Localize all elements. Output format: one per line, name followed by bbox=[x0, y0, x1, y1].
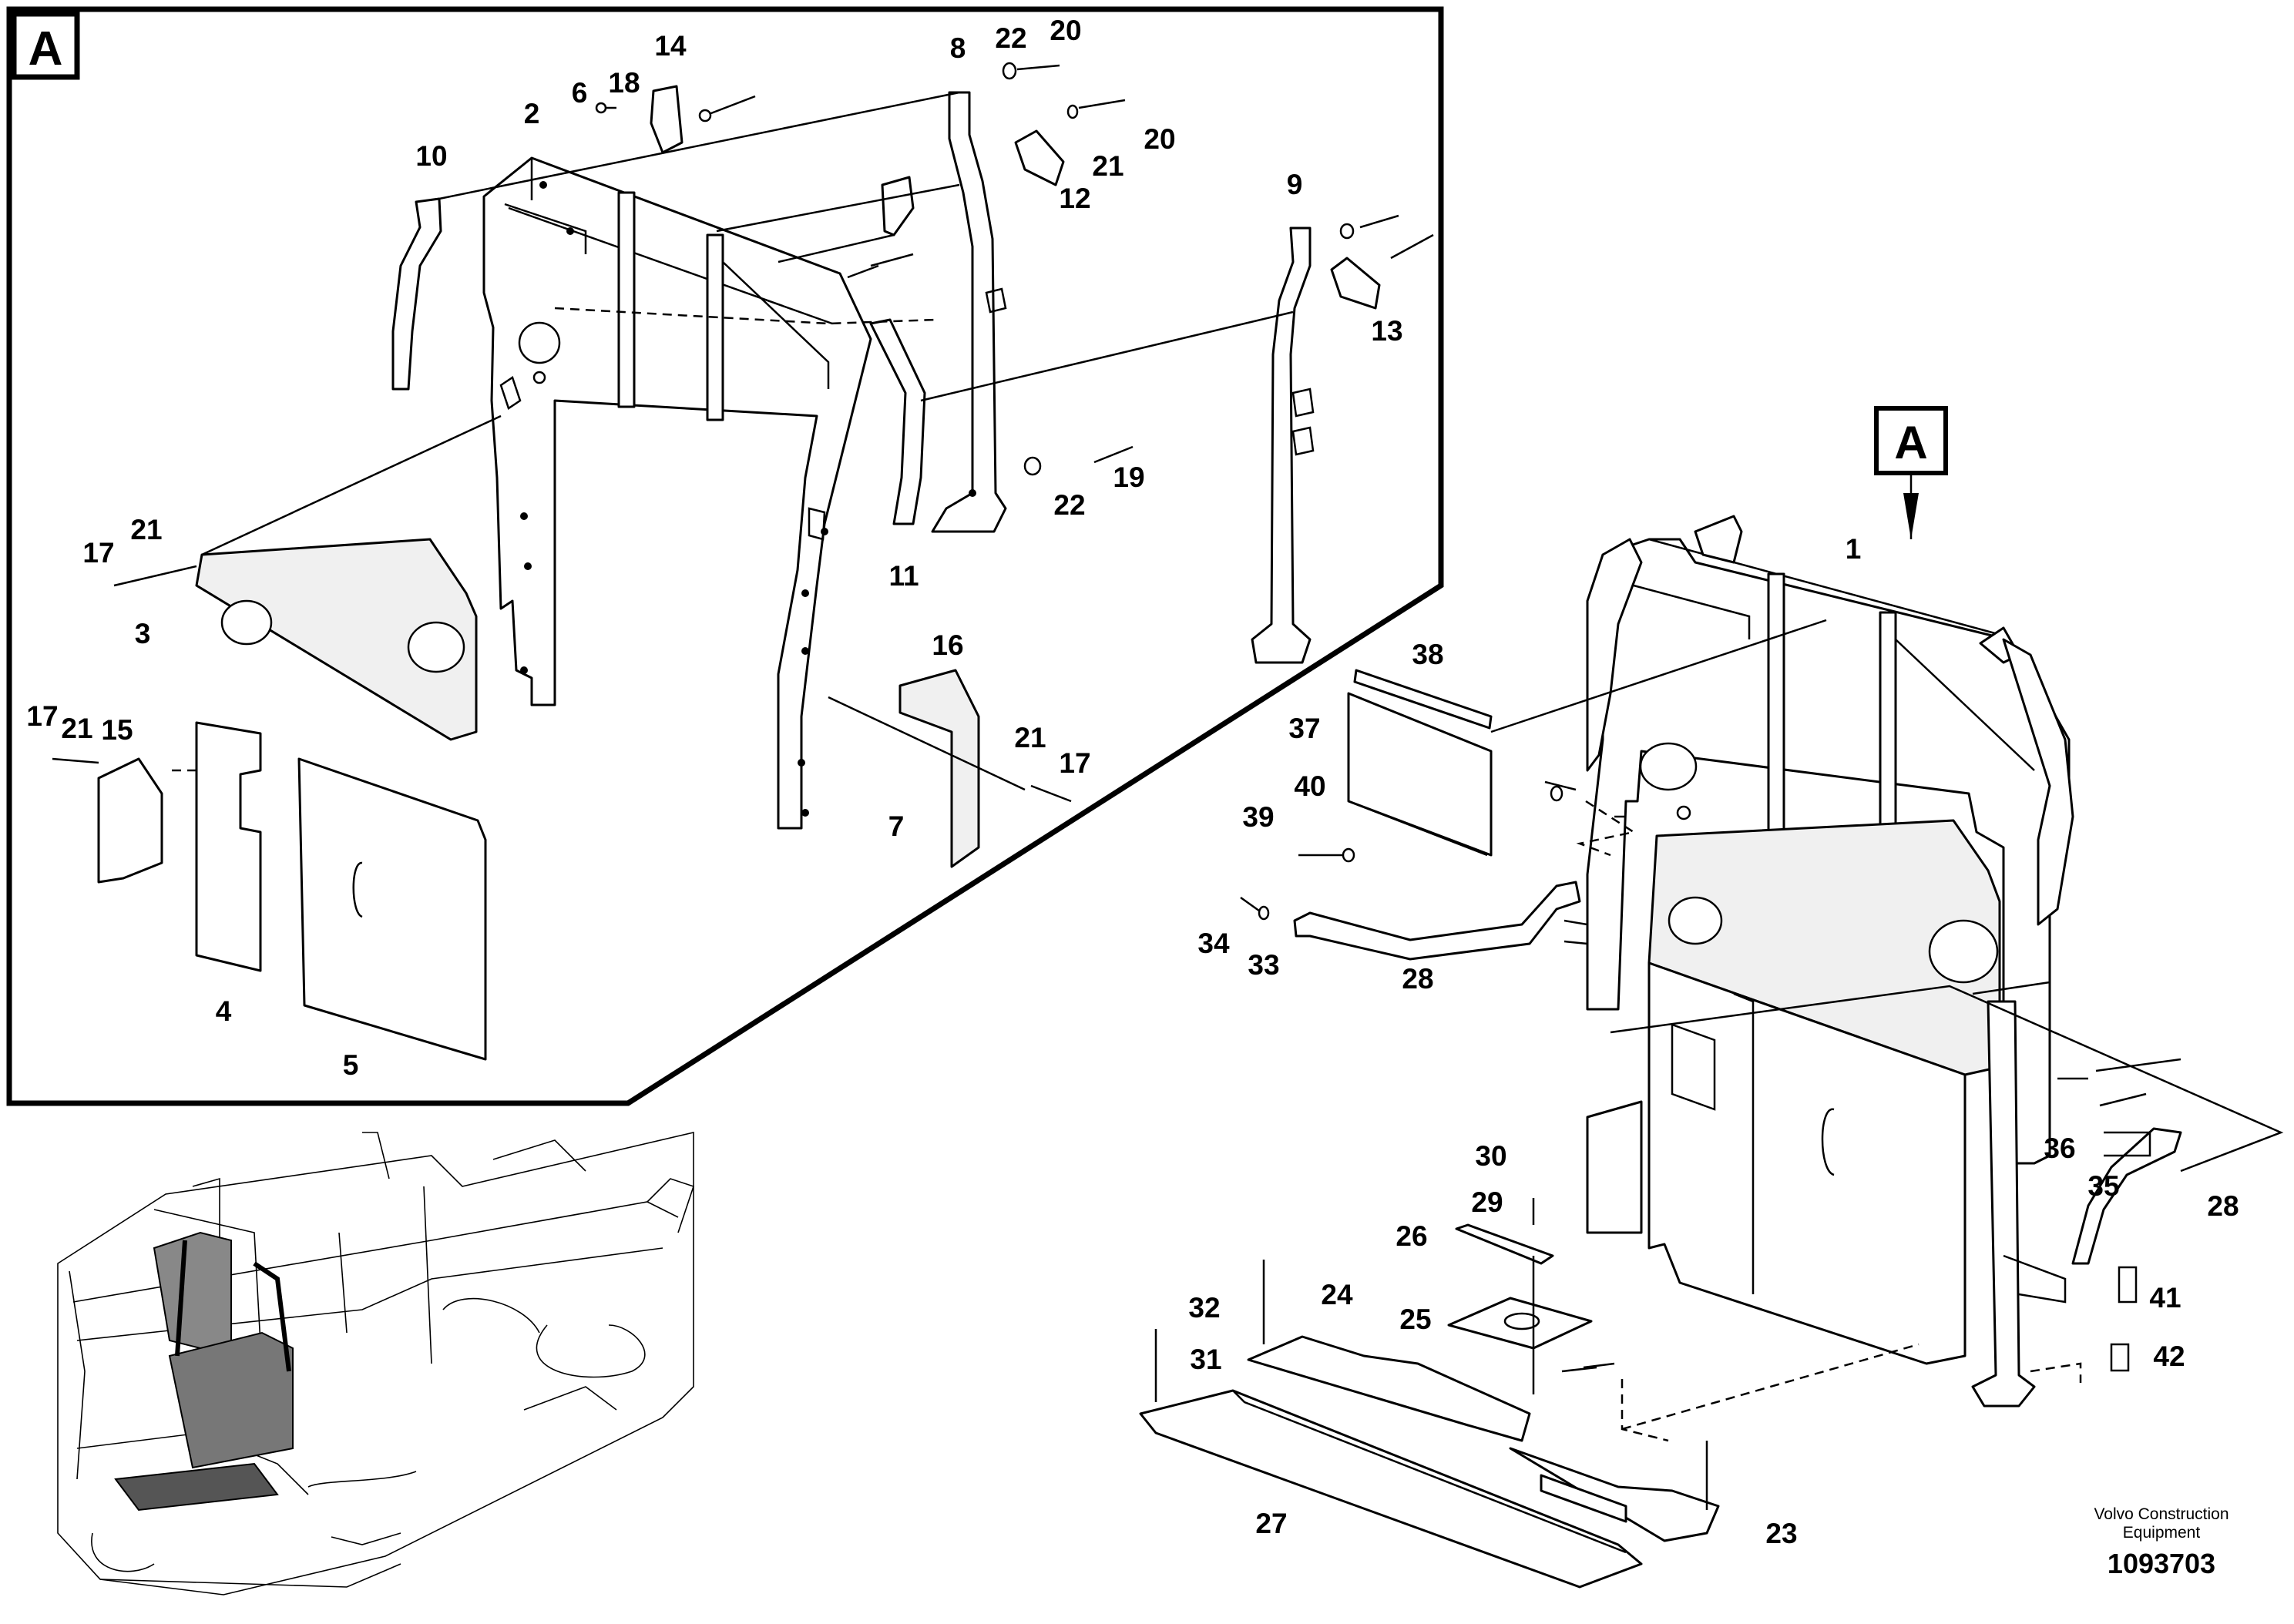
callout-labels: 1 2 3 4 5 6 7 8 9 10 11 12 13 14 15 16 1… bbox=[26, 15, 2239, 1549]
main-frame-part-2 bbox=[482, 156, 872, 830]
callout-30: 30 bbox=[1475, 1140, 1506, 1172]
footer-block: Volvo Construction Equipment 1093703 bbox=[2094, 1505, 2229, 1579]
detail-marker-label: A bbox=[29, 22, 63, 75]
bracket-part-14 bbox=[650, 85, 683, 154]
callout-20-a: 20 bbox=[1050, 15, 1081, 46]
callout-32: 32 bbox=[1188, 1292, 1220, 1324]
view-marker-label: A bbox=[1894, 417, 1927, 468]
callout-25: 25 bbox=[1399, 1304, 1431, 1335]
bracket-part-12 bbox=[1014, 129, 1065, 186]
detail-frame: A bbox=[6, 6, 1444, 1106]
pillar-part-11 bbox=[869, 318, 926, 525]
callout-6: 6 bbox=[572, 77, 588, 109]
fastener-group-main bbox=[1154, 780, 2181, 1510]
callout-42: 42 bbox=[2153, 1340, 2185, 1372]
callout-33: 33 bbox=[1248, 949, 1279, 981]
callout-16: 16 bbox=[932, 629, 963, 661]
callout-40: 40 bbox=[1294, 770, 1325, 802]
callout-35: 35 bbox=[2087, 1170, 2119, 1202]
callout-38: 38 bbox=[1412, 639, 1443, 670]
callout-31: 31 bbox=[1190, 1344, 1221, 1375]
upright-right bbox=[2002, 638, 2074, 926]
stay-part-28-upper bbox=[1293, 881, 1581, 961]
upright-left bbox=[1586, 538, 1643, 772]
callout-2: 2 bbox=[524, 98, 540, 129]
detail-parts bbox=[52, 62, 1434, 1061]
callout-21-c: 21 bbox=[1092, 150, 1123, 182]
alignment-lines-detail bbox=[170, 91, 1294, 791]
callout-8: 8 bbox=[950, 32, 966, 64]
callout-22-a: 22 bbox=[995, 22, 1026, 54]
panel-part-5 bbox=[297, 757, 487, 1061]
callout-18: 18 bbox=[608, 67, 640, 99]
drawing-number: 1093703 bbox=[2108, 1548, 2215, 1579]
cover-part-15 bbox=[97, 757, 163, 884]
front-panel-on-assembly bbox=[1647, 961, 1967, 1365]
main-assembly: A bbox=[1139, 406, 2284, 1589]
callout-28-a: 28 bbox=[1402, 963, 1433, 995]
callout-24: 24 bbox=[1321, 1279, 1353, 1310]
pillar-part-9 bbox=[1251, 226, 1312, 664]
callout-17-b: 17 bbox=[26, 700, 58, 732]
plate-part-24 bbox=[1247, 1335, 1531, 1442]
callout-10: 10 bbox=[415, 140, 447, 172]
guard-part-16 bbox=[898, 669, 980, 868]
callout-21-d: 21 bbox=[1014, 722, 1046, 753]
callout-7: 7 bbox=[888, 810, 905, 842]
callout-17-c: 17 bbox=[1059, 747, 1090, 779]
callout-41: 41 bbox=[2149, 1282, 2181, 1314]
callout-9: 9 bbox=[1287, 169, 1303, 200]
callout-3: 3 bbox=[135, 618, 151, 649]
callout-15: 15 bbox=[101, 714, 133, 746]
fastener-group-detail bbox=[52, 62, 1434, 803]
callout-4: 4 bbox=[216, 995, 232, 1027]
callout-39: 39 bbox=[1242, 801, 1274, 833]
callout-36: 36 bbox=[2044, 1132, 2075, 1164]
pillar-part-10 bbox=[391, 197, 442, 391]
callout-1: 1 bbox=[1846, 533, 1862, 565]
u-bolt-part-35 bbox=[2104, 1131, 2151, 1157]
brand-line-1: Volvo Construction bbox=[2094, 1505, 2229, 1523]
machine-overview-illustration bbox=[57, 1131, 695, 1595]
plate-part-23 bbox=[1509, 1447, 1720, 1542]
callout-20-b: 20 bbox=[1144, 123, 1175, 155]
callout-11: 11 bbox=[888, 560, 919, 592]
callout-19: 19 bbox=[1113, 461, 1144, 493]
plate-part-4 bbox=[195, 721, 262, 972]
brand-line-2: Equipment bbox=[2123, 1524, 2201, 1542]
callout-23: 23 bbox=[1765, 1518, 1797, 1549]
callout-13: 13 bbox=[1371, 315, 1402, 347]
callout-34: 34 bbox=[1197, 928, 1230, 959]
callout-14: 14 bbox=[654, 30, 687, 62]
callout-5: 5 bbox=[343, 1049, 359, 1081]
pillar-part-8 bbox=[931, 91, 1007, 533]
plate-part-26 bbox=[1455, 1223, 1554, 1265]
callout-29: 29 bbox=[1471, 1186, 1503, 1218]
detail-marker-box bbox=[11, 11, 80, 80]
view-arrow-icon bbox=[1903, 493, 1919, 539]
callout-21-a: 21 bbox=[130, 514, 162, 545]
strip-part-38 bbox=[1353, 669, 1493, 730]
callout-21-b: 21 bbox=[61, 713, 92, 744]
callout-17-a: 17 bbox=[82, 537, 114, 569]
callout-22-b: 22 bbox=[1053, 489, 1085, 521]
callout-12: 12 bbox=[1059, 183, 1090, 214]
callout-26: 26 bbox=[1396, 1220, 1427, 1252]
callout-27: 27 bbox=[1255, 1508, 1287, 1539]
bracket-part-13 bbox=[1330, 257, 1381, 310]
alignment-lines-main bbox=[1348, 619, 2284, 1442]
callout-28-b: 28 bbox=[2207, 1190, 2239, 1222]
callout-37: 37 bbox=[1288, 713, 1320, 744]
